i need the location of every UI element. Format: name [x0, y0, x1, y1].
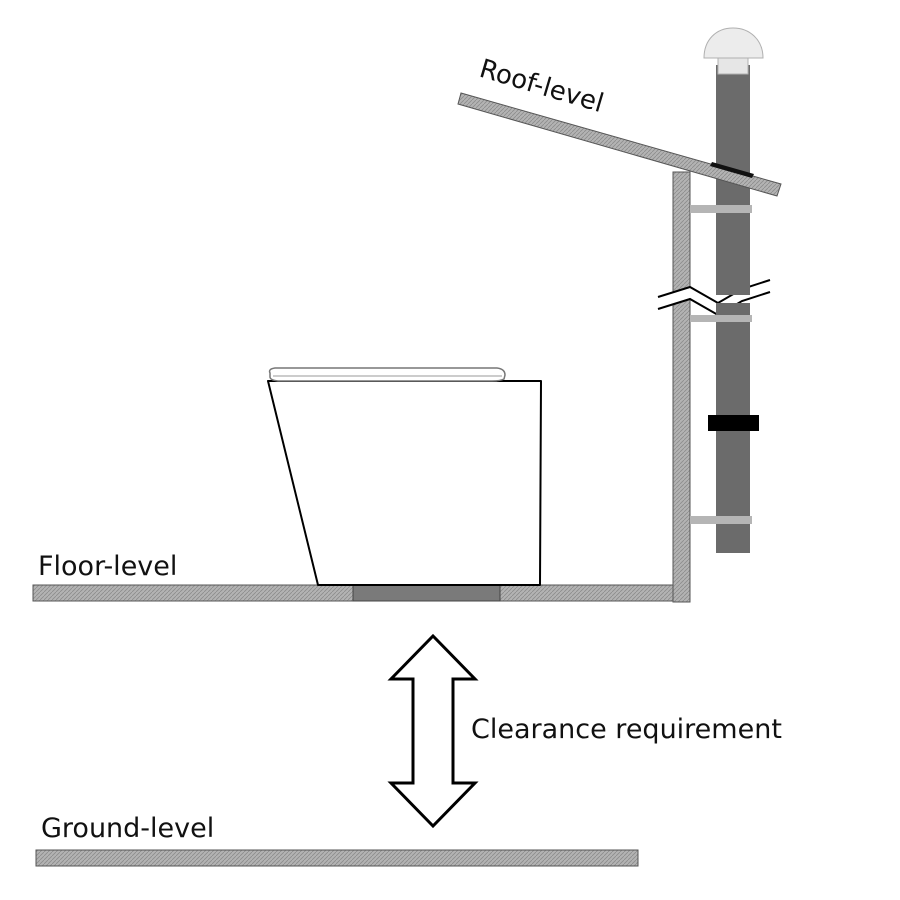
toilet-body: [267, 380, 542, 586]
clearance-double-arrow-icon: [387, 633, 479, 829]
floor-level-label: Floor-level: [38, 551, 177, 582]
wall: [672, 171, 691, 603]
pipe-strap: [708, 415, 759, 431]
vent-cap-icon: [703, 27, 764, 59]
ground-slab: [35, 849, 639, 867]
vent-cap-collar: [717, 57, 749, 75]
clearance-label: Clearance requirement: [471, 714, 782, 745]
roof-slab: [457, 92, 782, 197]
wall-bracket-3: [690, 516, 752, 524]
wall-bracket-2: [690, 315, 752, 322]
roof-flashing: [710, 162, 754, 178]
ground-level-label: Ground-level: [41, 813, 214, 844]
wall-bracket-1: [690, 205, 752, 213]
toilet-seat-lid: [268, 367, 506, 382]
floor-outlet-opening: [352, 584, 501, 602]
